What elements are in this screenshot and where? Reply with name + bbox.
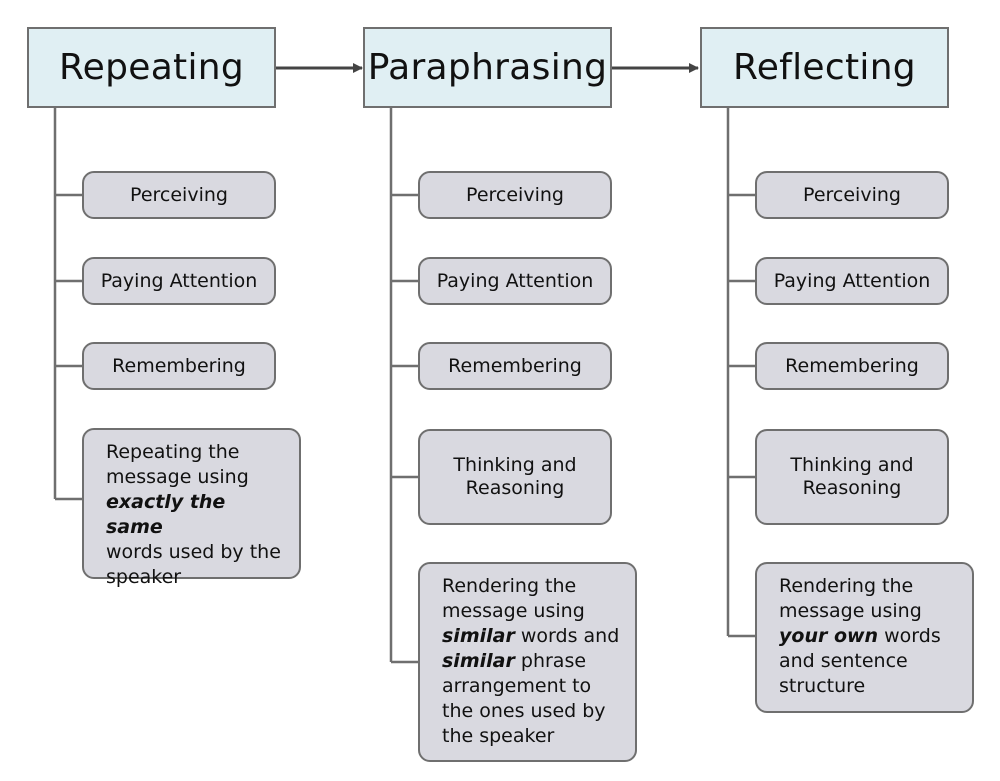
thinking-line-2: Reasoning [465,477,565,499]
description-text: arrangement to [442,675,592,697]
description-text: message using [106,466,249,488]
description-text: speaker [106,566,182,588]
description-line: the speaker [442,724,621,749]
item-perceiving: Perceiving [755,171,949,219]
description-text: Rendering the [779,575,914,597]
item-remembering: Remembering [82,342,276,390]
description-text: message using [442,600,585,622]
emphasis-text: exactly the same [106,491,226,538]
thinking-line-1: Thinking and [790,454,914,476]
header-reflecting: Reflecting [700,27,949,108]
description-line: message using [442,599,621,624]
description-text: Repeating the [106,441,240,463]
description-line: Rendering the [779,574,958,599]
item-perceiving: Perceiving [418,171,612,219]
item-remembering: Remembering [755,342,949,390]
header-repeating: Repeating [27,27,276,108]
thinking-line-2: Reasoning [802,477,902,499]
description-line: message using [106,465,285,490]
description-text: Rendering the [442,575,577,597]
description-line: and sentence [779,649,958,674]
description-text: words and [514,625,620,647]
emphasis-text: similar [442,650,515,672]
description-text: phrase [514,650,587,672]
item-paying-attention: Paying Attention [418,257,612,305]
description-line: your own words [779,624,958,649]
description-text: the ones used by [442,700,606,722]
description-text: message using [779,600,922,622]
description-line: exactly the same [106,490,285,540]
description-text: structure [779,675,866,697]
description-line: the ones used by [442,699,621,724]
item-thinking-and-reasoning: Thinking and Reasoning [418,429,612,525]
description-line: message using [779,599,958,624]
item-thinking-and-reasoning: Thinking and Reasoning [755,429,949,525]
emphasis-text: your own [779,625,879,647]
description-text: words used by the [106,541,281,563]
description-text: the speaker [442,725,555,747]
description-line: arrangement to [442,674,621,699]
description-line: Rendering the [442,574,621,599]
item-paying-attention: Paying Attention [82,257,276,305]
item-remembering: Remembering [418,342,612,390]
item-paying-attention: Paying Attention [755,257,949,305]
description-line: structure [779,674,958,699]
description-line: similar phrase [442,649,621,674]
header-paraphrasing: Paraphrasing [363,27,612,108]
description-text: and sentence [779,650,908,672]
description-repeating: Repeating the message using exactly the sa… [82,428,301,588]
item-perceiving: Perceiving [82,171,276,219]
emphasis-text: similar [442,625,515,647]
description-line: speaker [106,565,285,590]
description-line: words used by the [106,540,285,565]
description-text: words [878,625,941,647]
thinking-line-1: Thinking and [453,454,577,476]
description-line: Repeating the [106,440,285,465]
description-line: similar words and [442,624,621,649]
